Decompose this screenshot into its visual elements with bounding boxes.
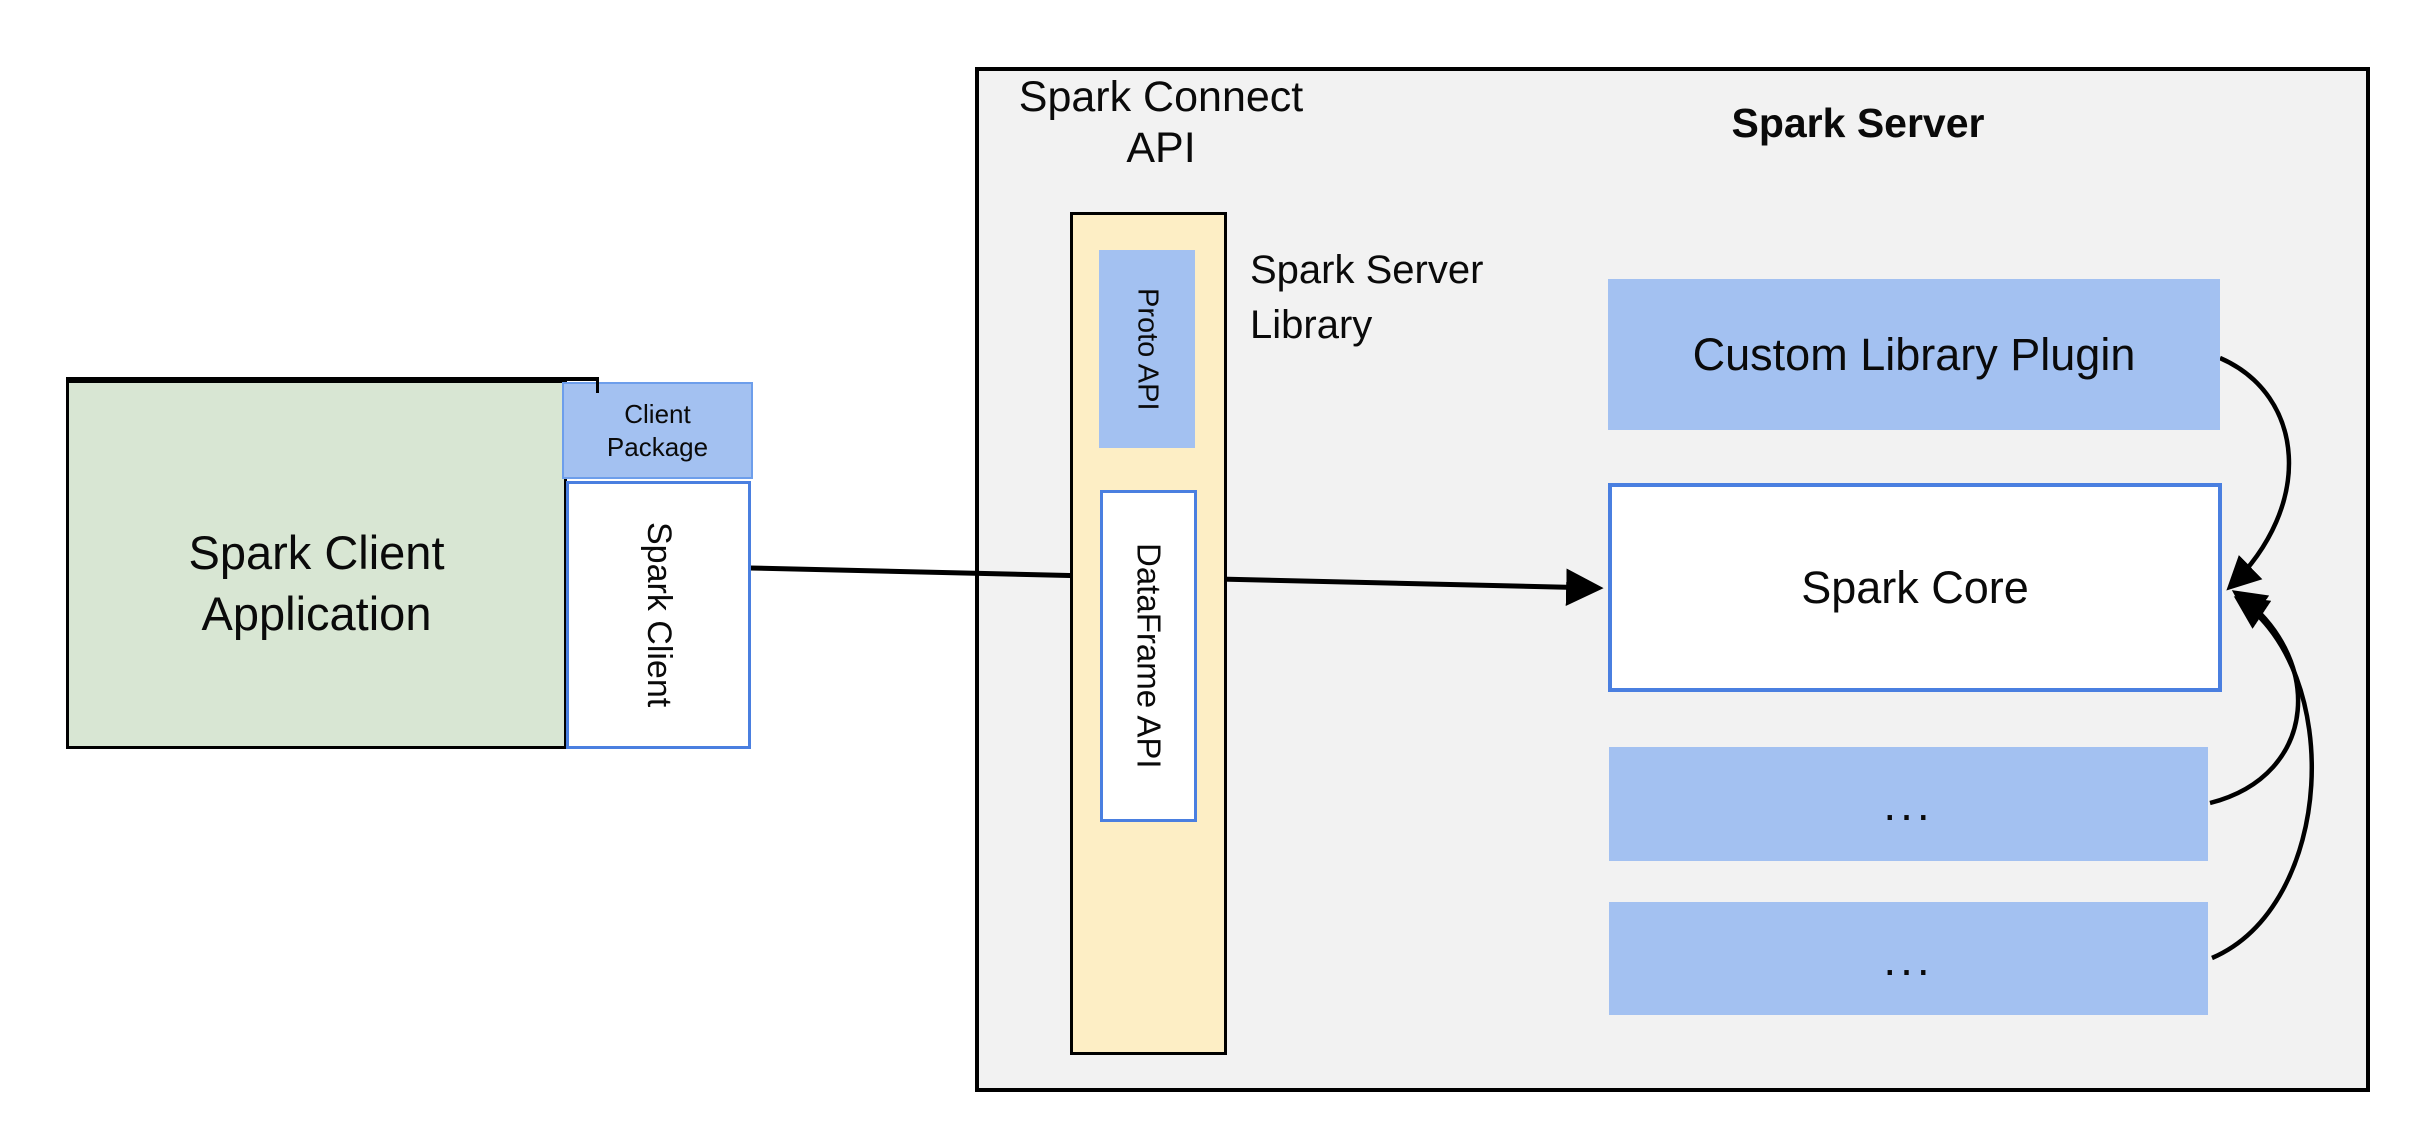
spark-server-title: Spark Server [1731,100,1985,146]
dataframe-api-label: DataFrame API [1130,543,1168,769]
spark-server-library-caption-line1: Spark Server [1250,248,1484,292]
custom-library-plugin-box: Custom Library Plugin [1608,279,2220,430]
proto-api-box: Proto API [1099,250,1195,448]
spark-connect-api-title-line1: Spark Connect [1018,73,1304,121]
proto-api-label: Proto API [1131,287,1164,411]
client-package-label-line1: Client [624,398,691,429]
spark-client-box: Spark Client [566,481,751,749]
spark-server-library-caption: Spark Server Library [1250,243,1670,353]
green-box-top-border-overhang [66,377,599,381]
spark-client-application-label-line2: Application [201,586,432,640]
dataframe-api-box: DataFrame API [1100,490,1197,822]
spark-client-application-box: Spark Client Application [66,380,567,749]
plugin-slot-2-box: ... [1609,902,2208,1015]
spark-client-application-label: Spark Client Application [189,522,445,644]
spark-client-label: Spark Client [640,522,678,708]
spark-server-library-caption-line2: Library [1250,303,1373,347]
spark-connect-api-title-line2: API [1126,124,1196,172]
spark-connect-api-title: Spark Connect API [975,72,1347,174]
spark-client-application-label-line1: Spark Client [188,525,445,579]
client-package-box: Client Package [562,382,753,479]
plugin-slot-1-box: ... [1609,747,2208,861]
custom-library-plugin-label: Custom Library Plugin [1692,328,2136,380]
spark-core-label: Spark Core [1801,561,2029,613]
spark-core-box: Spark Core [1608,483,2222,692]
green-box-top-border-tick [596,377,599,393]
plugin-slot-1-label: ... [1883,778,1934,830]
plugin-slot-2-label: ... [1883,932,1934,985]
client-package-label-line2: Package [606,431,709,462]
